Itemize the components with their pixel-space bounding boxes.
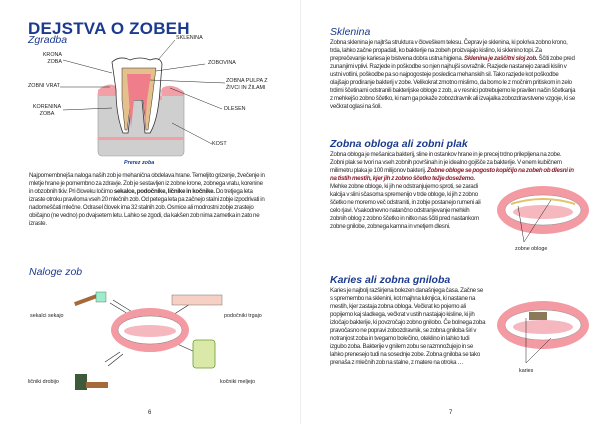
text: Ščiti zobe pred zunanjimi vplivi. Razjed…: [330, 55, 576, 110]
text: Zobna sklenina je najtrša struktura v čl…: [330, 39, 568, 62]
section-heading-sklenina: Sklenina: [330, 26, 371, 38]
label-karies: karies: [519, 368, 534, 374]
label-kost: KOST: [212, 141, 227, 147]
section-heading-naloge-zob: Naloge zob: [29, 266, 83, 278]
emphasis-text: Sklenina je zaščitni sloj zob.: [464, 55, 538, 62]
label-sekalci: sekalci sekajo: [30, 313, 64, 319]
label-krona-zoba: KRONA ZOBA: [42, 52, 62, 65]
text: Mehke zobne obloge, ki jih ne odstranjuj…: [330, 183, 481, 230]
left-page: DEJSTVA O ZOBEH Zgradba KRONA ZOBA ZOBNI…: [28, 19, 268, 416]
label-zobne-obloge: zobne obloge: [515, 246, 548, 252]
section-heading-zgradba: Zgradba: [28, 34, 68, 46]
sklenina-paragraph: Zobna sklenina je najtrša struktura v čl…: [330, 39, 576, 111]
karies-paragraph: Karies je najbolj razširjena bolezen dan…: [330, 287, 486, 366]
page-title: DEJSTVA O ZOBEH: [28, 19, 190, 38]
page-number: 7: [449, 410, 453, 416]
label-kocniki: kočniki meljejo: [220, 379, 256, 385]
text: Do tretjega leta izraste otroku pravilom…: [29, 188, 265, 227]
text: Zobna obloga je mešanica bakterij, sline…: [330, 151, 562, 174]
text: Najpomembnejša naloga naših zob je mehan…: [29, 172, 265, 195]
page-number: 6: [148, 410, 152, 416]
diagram-caption: Prerez zoba: [124, 160, 155, 166]
label-zobovina: ZOBOVINA: [208, 60, 236, 66]
bold-text: sekalce, podočnike, ličnike in kočnike.: [113, 188, 215, 195]
section-heading-zobna-obloga: Zobna obloga ali zobni plak: [330, 138, 468, 150]
right-page: Sklenina Zobna sklenina je najtrša struk…: [300, 0, 600, 424]
label-sklenina: SKLENINA: [176, 35, 203, 41]
teeth-functions-illustration: [74, 291, 223, 390]
zobna-obloga-paragraph: Zobna obloga je mešanica bakterij, sline…: [330, 151, 576, 285]
label-zobni-vrat: ZOBNI VRAT: [28, 83, 60, 89]
label-licniki: ličniki drobijo: [28, 379, 59, 385]
emphasis-text: Zobne obloge se pogosto kopičijo na zobe…: [330, 167, 574, 182]
label-dlesen: DLESEN: [224, 106, 246, 112]
label-korenina-zoba: KORENINA ZOBA: [32, 104, 62, 117]
mouth-plaque-illustration: [497, 186, 589, 243]
intro-paragraph: Najpomembnejša naloga naših zob je mehan…: [29, 172, 267, 228]
label-podocniki: podočniki trgajo: [224, 313, 262, 319]
label-zobna-pulpa: ZOBNA PULPA Z ŽIVCI IN ŽILAMI: [226, 78, 268, 91]
mouth-caries-illustration: [497, 301, 589, 364]
tooth-cross-section-diagram: [60, 39, 226, 157]
section-heading-karies: Karies ali zobna gniloba: [330, 274, 451, 286]
